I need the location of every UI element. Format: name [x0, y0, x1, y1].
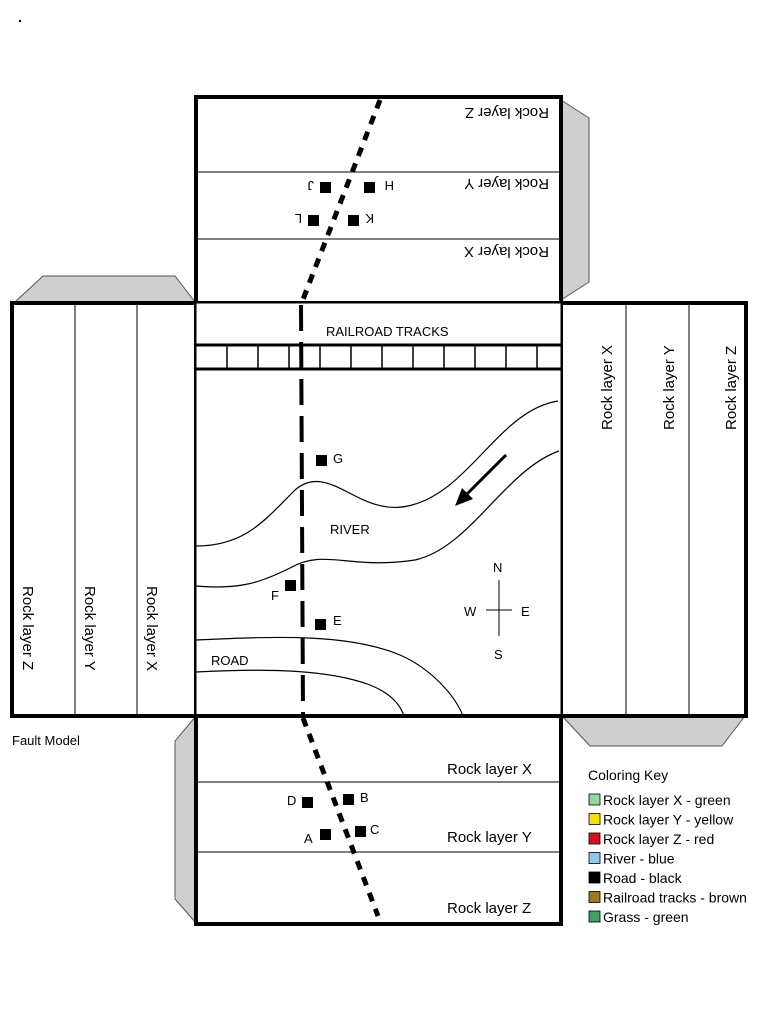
top-layer-z-label: Rock layer Z	[465, 104, 549, 121]
point-g-label: G	[333, 451, 343, 466]
point-k-marker	[348, 215, 359, 226]
point-l-label: L	[295, 211, 302, 226]
key-item-label: River - blue	[603, 851, 675, 867]
point-a-label: A	[304, 831, 313, 846]
key-item-label: Rock layer Y - yellow	[603, 812, 734, 828]
fault-line-top	[299, 99, 383, 303]
tab-top-right	[560, 99, 590, 301]
compass-rose: N S W E	[464, 560, 530, 662]
left-layer-x-label: Rock layer X	[143, 586, 160, 671]
point-f-marker	[285, 580, 296, 591]
point-d-label: D	[287, 793, 296, 808]
model-label: Fault Model	[12, 733, 80, 748]
point-k-label: K	[365, 211, 374, 226]
key-item-label: Rock layer Z - red	[603, 831, 714, 847]
top-panel: Rock layer Z Rock layer Y Rock layer X H…	[194, 95, 563, 305]
road-label: ROAD	[211, 653, 249, 668]
center-map: RAILROAD TRACKS RIVER ROAD N S W E	[195, 302, 562, 717]
right-panel: Rock layer X Rock layer Y Rock layer Z	[559, 301, 748, 718]
point-e-marker	[315, 619, 326, 630]
river-north-bank	[195, 400, 559, 547]
river-flow-arrow	[455, 453, 508, 506]
point-g-marker	[316, 455, 327, 466]
point-h-label: H	[385, 178, 394, 193]
tab-left-bottom	[174, 714, 197, 925]
point-j-label: J	[308, 178, 315, 193]
left-layer-z-label: Rock layer Z	[19, 586, 36, 670]
road-south-edge	[195, 669, 405, 717]
right-layer-z-label: Rock layer Z	[723, 346, 740, 430]
railroad-label: RAILROAD TRACKS	[326, 324, 449, 339]
key-item-label: Rock layer X - green	[603, 792, 731, 808]
point-b-marker	[343, 794, 354, 805]
key-swatch	[588, 793, 601, 806]
point-a-marker	[320, 829, 331, 840]
point-f-label: F	[271, 588, 279, 603]
point-h-marker	[364, 182, 375, 193]
compass-e: E	[521, 604, 530, 619]
top-layer-x-label: Rock layer X	[464, 243, 549, 260]
key-item-label: Road - black	[603, 870, 683, 886]
key-swatch	[588, 910, 601, 923]
bottom-panel: Rock layer X Rock layer Y Rock layer Z D…	[194, 714, 563, 926]
point-j-marker	[320, 182, 331, 193]
point-c-marker	[355, 826, 366, 837]
key-item-label: Grass - green	[603, 909, 689, 925]
key-swatch	[588, 871, 601, 884]
stray-mark	[19, 20, 21, 22]
key-item-label: Railroad tracks - brown	[603, 890, 747, 906]
key-swatch	[588, 832, 601, 845]
point-c-label: C	[370, 822, 379, 837]
road-north-edge	[195, 636, 464, 717]
fault-line-bottom	[300, 717, 381, 917]
river-south-bank	[195, 450, 560, 588]
point-e-label: E	[333, 613, 342, 628]
key-swatch	[588, 852, 601, 864]
point-d-marker	[302, 797, 313, 808]
bottom-layer-z-label: Rock layer Z	[447, 900, 531, 917]
tab-right-bottom	[560, 715, 747, 747]
key-swatch	[588, 891, 601, 903]
right-layer-x-label: Rock layer X	[599, 345, 616, 430]
right-layer-y-label: Rock layer Y	[661, 345, 678, 430]
key-swatch	[588, 813, 601, 825]
key-title: Coloring Key	[588, 767, 668, 783]
left-panel: Rock layer Z Rock layer Y Rock layer X	[10, 301, 198, 718]
compass-s: S	[494, 647, 503, 662]
tab-left-top	[13, 275, 197, 303]
railroad-tracks	[196, 343, 561, 371]
river-label: RIVER	[330, 522, 370, 537]
top-layer-y-label: Rock layer Y	[464, 175, 549, 192]
point-b-label: B	[360, 790, 369, 805]
compass-w: W	[464, 604, 477, 619]
compass-n: N	[493, 560, 502, 575]
point-l-marker	[308, 215, 319, 226]
bottom-layer-x-label: Rock layer X	[447, 761, 532, 778]
bottom-layer-y-label: Rock layer Y	[447, 829, 532, 846]
fault-line-map	[299, 304, 305, 717]
left-layer-y-label: Rock layer Y	[81, 586, 98, 671]
